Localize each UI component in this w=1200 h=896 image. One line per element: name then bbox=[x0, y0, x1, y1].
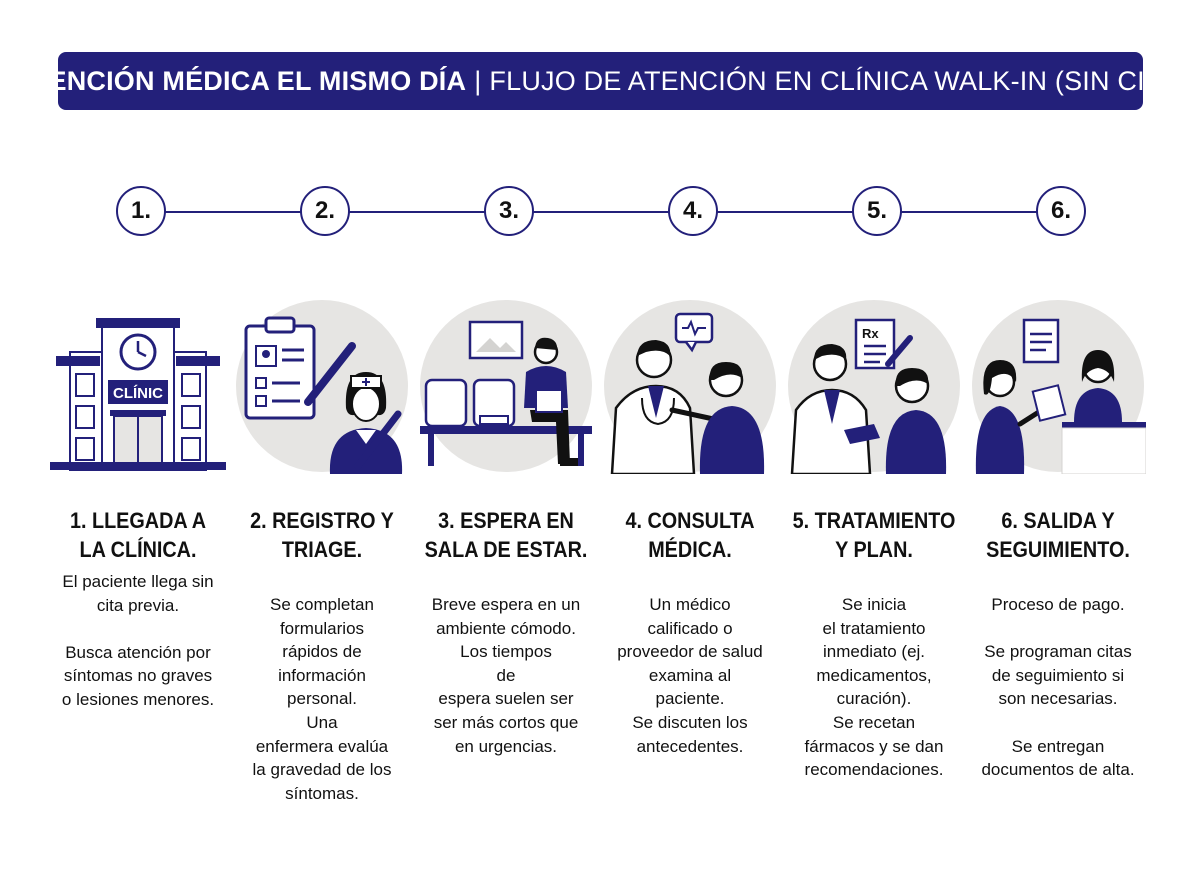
clinic-building-icon: CLÍNIC bbox=[50, 298, 226, 474]
step-timeline: 1. 2. 3. 4. 5. 6. bbox=[0, 186, 1200, 238]
step-number-2: 2. bbox=[300, 186, 350, 236]
step-number-4: 4. bbox=[668, 186, 718, 236]
step-title-4: 4. CONSULTA MÉDICA. bbox=[625, 508, 755, 562]
step-description-6: Proceso de pago. Se programan citas de s… bbox=[981, 595, 1135, 780]
step-number-5: 5. bbox=[852, 186, 902, 236]
header-separator: | bbox=[474, 65, 482, 96]
step-description-4: Un médico calificado o proveedor de salu… bbox=[617, 595, 763, 756]
rx-symbol-text: Rx bbox=[862, 326, 879, 341]
step-title-5: 5. TRATAMIENTO Y PLAN. bbox=[792, 508, 956, 562]
step-description-2: Se completan formularios rápidos de info… bbox=[252, 595, 392, 803]
timeline-connector bbox=[141, 211, 1061, 213]
header-title-bold: ATENCIÓN MÉDICA EL MISMO DÍA bbox=[14, 65, 467, 96]
step-number-6: 6. bbox=[1036, 186, 1086, 236]
clipboard-nurse-icon bbox=[234, 298, 410, 474]
step-number-3: 3. bbox=[484, 186, 534, 236]
header-banner: ATENCIÓN MÉDICA EL MISMO DÍA | FLUJO DE … bbox=[14, 52, 1187, 110]
header-title-rest: FLUJO DE ATENCIÓN EN CLÍNICA WALK-IN (SI… bbox=[489, 65, 1187, 96]
clinic-sign-text: CLÍNIC bbox=[113, 385, 163, 402]
step-description-1: El paciente llega sin cita previa. Busca… bbox=[61, 572, 215, 709]
step-number-1: 1. bbox=[116, 186, 166, 236]
reception-checkout-icon bbox=[970, 298, 1146, 474]
step-title-2: 2. REGISTRO Y TRIAGE. bbox=[250, 508, 394, 562]
step-description-3: Breve espera en un ambiente cómodo. Los … bbox=[431, 595, 581, 756]
treatment-prescription-icon: Rx bbox=[786, 298, 962, 474]
doctor-consultation-icon bbox=[602, 298, 778, 474]
step-title-6: 6. SALIDA Y SEGUIMIENTO. bbox=[986, 508, 1130, 562]
step-title-3: 3. ESPERA EN SALA DE ESTAR. bbox=[424, 508, 588, 562]
step-description-5: Se inicia el tratamiento inmediato (ej. … bbox=[804, 595, 944, 780]
waiting-room-icon bbox=[418, 298, 594, 474]
step-title-1: 1. LLEGADA A LA CLÍNICA. bbox=[69, 508, 207, 562]
